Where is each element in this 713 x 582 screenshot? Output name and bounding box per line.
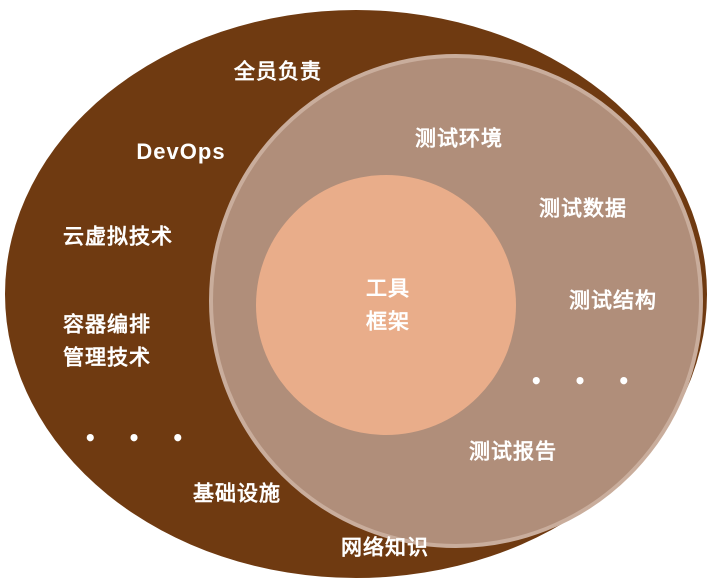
inner-core-tools [256, 175, 516, 435]
label-cloud-virtualization: 云虚拟技术 [63, 224, 173, 249]
label-test-environment: 测试环境 [415, 126, 503, 151]
label-devops: DevOps [136, 139, 226, 164]
label-tools: 工具 [366, 276, 410, 301]
label-container-orchestration: 容器编排 管理技术 [63, 308, 151, 373]
label-outer-ellipsis: • • • [83, 426, 197, 450]
label-framework: 框架 [366, 309, 410, 333]
label-test-report: 测试报告 [469, 439, 557, 464]
label-infrastructure: 基础设施 [193, 481, 281, 506]
label-test-structure: 测试结构 [569, 288, 657, 313]
label-network-knowledge: 网络知识 [341, 535, 429, 560]
label-tools-framework: 工具 框架 [366, 272, 410, 337]
label-test-data: 测试数据 [539, 196, 627, 221]
label-all-staff: 全员负责 [234, 59, 322, 84]
label-container-orchestration-line1: 容器编排 [63, 312, 151, 337]
label-container-orchestration-line2: 管理技术 [63, 345, 151, 369]
label-middle-ellipsis: • • • [529, 369, 643, 393]
